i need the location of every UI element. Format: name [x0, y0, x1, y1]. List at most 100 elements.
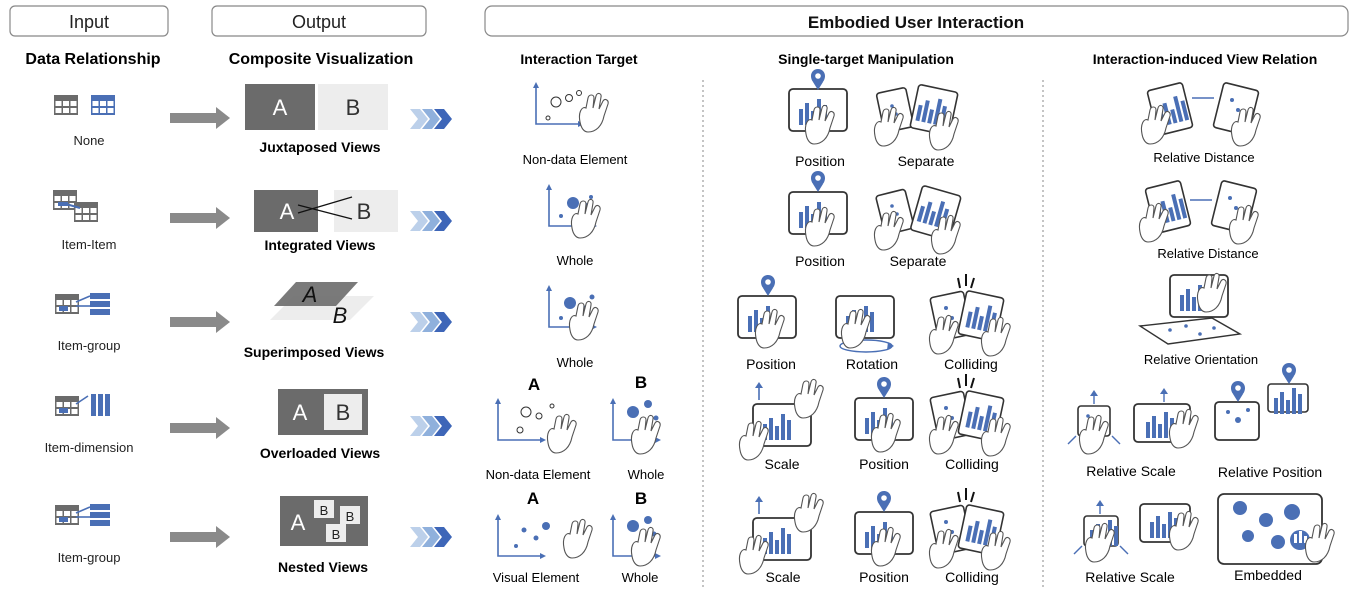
- manipulation-label: Position: [795, 153, 845, 169]
- flow-arrow: [170, 423, 216, 433]
- target-glyph: B: [609, 489, 662, 567]
- svg-text:A: A: [301, 282, 318, 307]
- data-table-icon: [54, 95, 115, 115]
- header-embodied: Embodied User Interaction: [484, 5, 1349, 37]
- relation-label: Relative Orientation: [1144, 352, 1258, 367]
- row-2: Item-Item A B Integrated Views Whole Pos…: [53, 171, 1259, 269]
- manipulation-label: Rotation: [846, 356, 898, 372]
- manipulation-position-glyph: [738, 275, 796, 349]
- manipulation-label: Position: [859, 456, 909, 472]
- superimposed-views-glyph: A B: [270, 282, 374, 328]
- relation-embedded-glyph: [1217, 493, 1335, 565]
- relation-distance-glyph: [1138, 180, 1259, 245]
- svg-text:A: A: [293, 400, 308, 425]
- composite-label: Superimposed Views: [244, 344, 385, 360]
- header-output: Output: [211, 5, 427, 37]
- flow-arrow: [170, 317, 216, 327]
- manipulation-position-glyph: [855, 377, 913, 453]
- flow-arrow: [170, 532, 216, 542]
- relation-label: Relative Scale: [1086, 463, 1176, 479]
- manipulation-separate-glyph: [873, 84, 959, 151]
- target-label: Whole: [557, 253, 594, 268]
- relationship-label: Item-group: [58, 550, 121, 565]
- manipulation-scale-glyph: [738, 378, 824, 461]
- svg-text:B: B: [357, 199, 372, 224]
- svg-text:B: B: [336, 400, 351, 425]
- composite-label: Integrated Views: [264, 237, 375, 253]
- relation-label: Relative Position: [1218, 464, 1322, 480]
- manipulation-label: Scale: [765, 569, 800, 585]
- target-glyph: A: [494, 375, 577, 454]
- subheader-single-target: Single-target Manipulation: [778, 51, 954, 67]
- svg-text:B: B: [320, 503, 329, 518]
- subheader-composite-visualization: Composite Visualization: [229, 51, 414, 68]
- manipulation-colliding-glyph: [928, 488, 1011, 571]
- svg-text:B: B: [346, 95, 361, 120]
- transition-chevron: [410, 312, 452, 332]
- manipulation-label: Position: [859, 569, 909, 585]
- manipulation-label: Colliding: [944, 356, 998, 372]
- relation-distance-glyph: [1140, 82, 1261, 147]
- subheader-interaction-target: Interaction Target: [520, 51, 638, 67]
- row-4: Item-dimension A B Overloaded Views A No…: [45, 363, 1322, 482]
- row-1: None A B Juxtaposed Views Non-data Eleme…: [54, 69, 1261, 169]
- relation-label: Embedded: [1234, 567, 1302, 583]
- target-label: Non-data Element: [486, 467, 591, 482]
- manipulation-scale-glyph: [738, 492, 824, 575]
- data-table-icon: [55, 394, 110, 416]
- header-output-label: Output: [292, 12, 346, 32]
- transition-chevron: [410, 211, 452, 231]
- data-table-icon: [55, 504, 110, 526]
- target-label: Visual Element: [493, 570, 580, 585]
- transition-chevron: [410, 416, 452, 436]
- row-5: Item-group A B B B Nested Views A Visual…: [55, 488, 1335, 585]
- svg-text:B: B: [333, 303, 348, 328]
- juxtaposed-views-glyph: A B: [245, 84, 388, 130]
- overloaded-views-glyph: A B: [278, 389, 368, 435]
- target-label: Non-data Element: [523, 152, 628, 167]
- svg-text:A: A: [528, 375, 540, 394]
- manipulation-label: Position: [795, 253, 845, 269]
- manipulation-label: Separate: [898, 153, 955, 169]
- target-glyph: A: [494, 489, 593, 560]
- relation-scale-glyph: [1073, 500, 1199, 563]
- svg-text:A: A: [273, 95, 288, 120]
- nested-views-glyph: A B B B: [280, 496, 368, 546]
- svg-text:B: B: [635, 489, 647, 508]
- composite-label: Overloaded Views: [260, 445, 381, 461]
- target-glyph: [532, 81, 609, 133]
- manipulation-label: Position: [746, 356, 796, 372]
- manipulation-label: Separate: [890, 253, 947, 269]
- flow-arrow: [170, 213, 216, 223]
- relation-position-glyph: [1214, 363, 1309, 441]
- target-glyph: [545, 284, 599, 341]
- manipulation-label: Scale: [764, 456, 799, 472]
- manipulation-position-glyph: [789, 69, 847, 145]
- target-label: Whole: [628, 467, 665, 482]
- header-input: Input: [9, 5, 169, 37]
- header-embodied-label: Embodied User Interaction: [808, 13, 1024, 32]
- relation-label: Relative Distance: [1157, 246, 1258, 261]
- data-table-icon: [55, 293, 110, 315]
- manipulation-position-glyph: [789, 171, 847, 247]
- target-label: Whole: [557, 355, 594, 370]
- transition-chevron: [410, 109, 452, 129]
- svg-text:A: A: [291, 510, 306, 535]
- relationship-label: Item-Item: [62, 237, 117, 252]
- manipulation-colliding-glyph: [928, 374, 1011, 457]
- subheader-data-relationship: Data Relationship: [25, 51, 160, 68]
- subheader-view-relation: Interaction-induced View Relation: [1093, 51, 1318, 67]
- svg-text:B: B: [635, 373, 647, 392]
- svg-text:B: B: [346, 509, 355, 524]
- target-label: Whole: [622, 570, 659, 585]
- manipulation-label: Colliding: [945, 456, 999, 472]
- svg-text:A: A: [280, 199, 295, 224]
- composite-label: Nested Views: [278, 559, 368, 575]
- relationship-label: None: [73, 133, 104, 148]
- header-input-label: Input: [69, 12, 109, 32]
- integrated-views-glyph: A B: [254, 190, 398, 232]
- manipulation-separate-glyph: [873, 185, 962, 255]
- transition-chevron: [410, 527, 452, 547]
- relation-orientation-glyph: [1137, 272, 1243, 345]
